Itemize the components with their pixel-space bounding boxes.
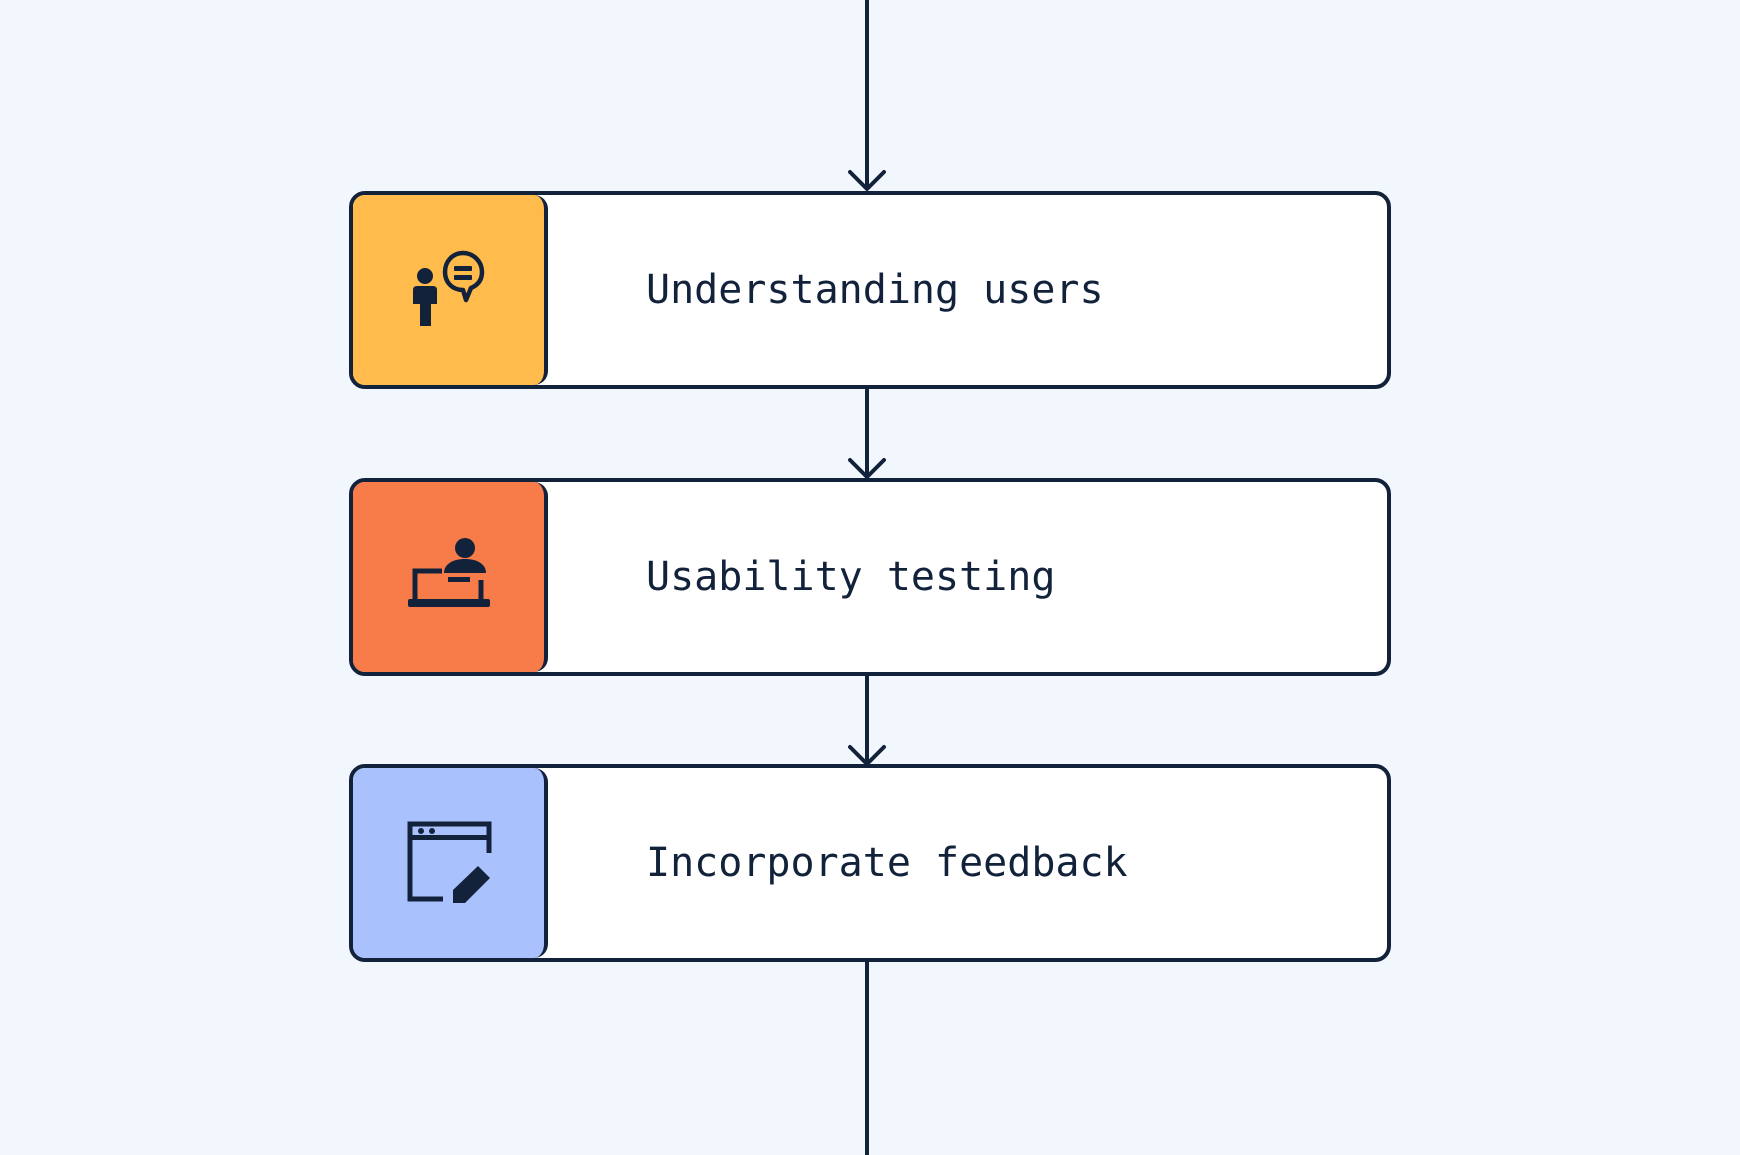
arrow-into-step-1 [848,0,886,191]
step-2-icon-cell [353,482,548,672]
browser-edit-icon [407,821,491,903]
step-1-label: Understanding users [646,267,1104,313]
person-speech-bubble-icon [412,250,484,326]
step-usability-testing: Usability testing [349,478,1391,676]
step-1-icon-cell [353,195,548,385]
step-incorporate-feedback: Incorporate feedback [349,764,1391,962]
step-2-label: Usability testing [646,554,1056,600]
step-3-icon-cell [353,768,548,958]
arrow-step-2-to-step-3 [848,674,886,766]
step-3-label: Incorporate feedback [646,840,1128,886]
step-understanding-users: Understanding users [349,191,1391,389]
arrow-step-1-to-step-2 [848,388,886,479]
person-laptop-icon [407,538,490,607]
